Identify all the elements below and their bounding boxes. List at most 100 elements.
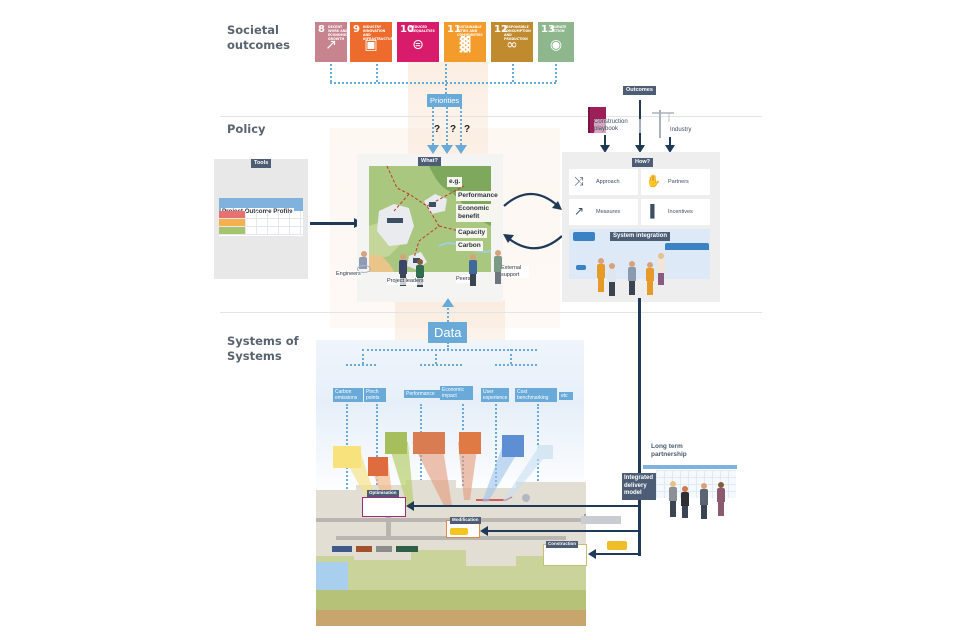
sdg-label: Climate action (551, 25, 567, 33)
rating-swatch (219, 211, 245, 218)
data-drop-line (495, 404, 497, 494)
crane-icon (652, 110, 674, 138)
cubes-icon: ▣ (364, 37, 378, 53)
priorities-line (446, 107, 448, 145)
data-drop-line (537, 404, 539, 544)
lorry-icon (581, 516, 621, 524)
data-tree-line (346, 364, 376, 366)
section-title-line: Societal (227, 23, 279, 37)
how-card-partners[interactable]: ✋Partners (641, 169, 710, 195)
system-integration-tag: System integration (610, 232, 671, 241)
sdg-number: 9 (353, 24, 360, 35)
optimisation-puzzle[interactable] (362, 497, 406, 517)
eye-globe-icon: ◉ (549, 37, 563, 53)
priorities-line (460, 107, 462, 145)
data-drop-line (420, 404, 422, 529)
delivery-to-optimisation-arrow (406, 501, 414, 511)
how-card-label: Approach (596, 179, 620, 185)
train-icon (665, 243, 709, 250)
how-card-approach[interactable]: ⤨ Approach (569, 169, 638, 195)
wheelchair-icon (357, 265, 371, 273)
optimisation-tag: Optimisation (367, 490, 399, 497)
bus-icon (573, 232, 595, 241)
project-outcome-profile[interactable]: Project Outcome Profile (219, 198, 303, 236)
delivery-to-optimisation-line (414, 505, 638, 507)
sdg-connector-line (330, 82, 556, 84)
how-to-delivery-line (638, 298, 641, 556)
callout-tile-housing (385, 432, 407, 454)
criteria-label: Carbon (456, 241, 483, 251)
equals-circle-icon: ⊜ (412, 37, 424, 53)
sdg-label: Responsible consumption and production (504, 25, 531, 41)
playbook-arrow-line (604, 135, 606, 145)
sdg-number: 8 (318, 24, 325, 35)
data-item: Pinch points (364, 388, 386, 402)
how-tag: How? (632, 158, 653, 167)
sdg-tile-9: 9Industry innovation and infrastructure▣ (350, 22, 396, 62)
sdg-number: 11 (447, 24, 461, 35)
sdg-tile-13: 13Climate action◉ (538, 22, 574, 62)
growth-chart-icon: ↗ (325, 37, 337, 53)
data-item: User experience (481, 388, 509, 402)
construction-tag: Construction (546, 541, 578, 548)
sdg-tile-11: 11Sustainable cities and communities▓ (444, 22, 486, 62)
sdg-connector-line (445, 64, 447, 94)
sdg-connector-line (330, 64, 332, 82)
question-mark: ? (464, 124, 471, 135)
section-title-policy: Policy (227, 122, 266, 136)
callout-tile-control-room (502, 435, 524, 457)
approach-arrows-icon: ⤨ (574, 174, 584, 188)
section-title-line: Systems (227, 349, 282, 363)
sdg-number: 10 (400, 24, 414, 35)
sdg-label: Decent work and economic growth (328, 25, 349, 41)
how-card-measures[interactable]: ↗Measures (569, 199, 638, 225)
dump-truck-icon (450, 528, 468, 535)
rating-swatch (219, 227, 245, 234)
priorities-arrow-down (427, 145, 439, 154)
delivery-to-modification-arrow (480, 526, 488, 536)
light-beam-top (408, 62, 488, 154)
data-item: Carbon emissions (333, 388, 363, 402)
rating-cells (245, 227, 303, 234)
project-outcome-profile-header: Project Outcome Profile (219, 198, 303, 216)
outcomes-arrow-down (635, 145, 645, 153)
data-tree-line (362, 349, 364, 364)
section-title-systems-of-systems: Systems of Systems (227, 334, 299, 364)
sdg-label: Reduced inequalities (410, 25, 435, 33)
sdg-label: Sustainable cities and communities (457, 25, 483, 37)
profile-rating-row (219, 211, 303, 219)
long-term-partnership-label: Long term partnership (651, 443, 687, 458)
section-title-line: outcomes (227, 38, 290, 52)
callout-tile-documents (537, 445, 553, 459)
industry-label: Industry (670, 127, 692, 133)
data-tree-line (510, 349, 512, 364)
rating-swatch (219, 219, 245, 226)
partnership-timeline (643, 465, 737, 469)
what-how-feedback-arrows (503, 193, 563, 250)
how-card-label: Partners (668, 179, 689, 185)
sdg-connector-line (376, 64, 378, 82)
callout-tile-vehicle (368, 457, 388, 476)
tools-tag: Tools (251, 159, 272, 168)
external-support-label: External support (501, 265, 529, 278)
data-arrow-up (442, 298, 454, 307)
priorities-tag: Priorities (427, 94, 463, 107)
sdg-tile-8: 8Decent work and economic growth↗ (315, 22, 348, 62)
priorities-arrow-down (455, 145, 467, 154)
sdg-label: Industry innovation and infrastructure (363, 25, 396, 41)
eg-label: e.g. (447, 177, 463, 187)
sdg-connector-line (512, 64, 514, 82)
data-tree-line (435, 349, 437, 364)
infinity-icon: ∞ (506, 37, 518, 53)
priorities-line (432, 107, 434, 145)
section-title-line: Systems of (227, 334, 299, 348)
tools-to-what-arrow-line (310, 222, 355, 225)
engineers-label: Engineers (336, 271, 361, 278)
data-upward-line (447, 300, 449, 322)
sdg-tile-12: 12Responsible consumption and production… (491, 22, 533, 62)
how-card-incentives[interactable]: ▐Incentives (641, 199, 710, 225)
industry-arrow-line (669, 137, 671, 145)
criteria-label: Economic benefit (456, 204, 498, 222)
data-item: Economic impact (440, 386, 473, 400)
what-tag: What? (418, 157, 441, 166)
